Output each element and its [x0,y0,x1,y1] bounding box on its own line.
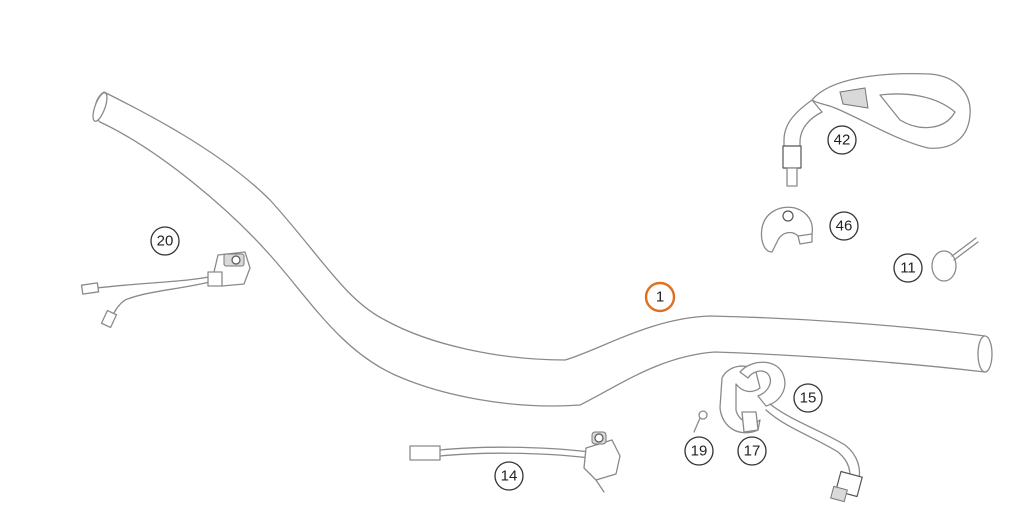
callout-11-label: 11 [900,260,916,277]
callout-42-label: 42 [834,132,851,149]
callout-42: 42 [827,125,857,155]
callout-46: 46 [829,211,859,241]
callout-11: 11 [893,253,923,283]
mirror-clamp-part[interactable] [760,206,814,253]
callout-19-label: 19 [691,443,708,460]
callout-17: 17 [737,436,767,466]
callout-46-label: 46 [836,218,853,235]
throttle-cable-part[interactable] [741,411,759,433]
right-switch-part[interactable] [409,431,621,493]
cable-tie-part[interactable] [931,237,979,282]
callout-14-label: 14 [501,468,518,485]
left-switch-part[interactable] [80,251,251,329]
screw-part[interactable] [693,410,708,433]
callout-1-label: 1 [656,289,664,306]
callout-14: 14 [494,461,524,491]
mirror-part[interactable] [782,73,971,187]
callout-19: 19 [684,436,714,466]
callout-1: 1 [644,281,676,313]
handlebar-part[interactable] [90,91,993,407]
callout-17-label: 17 [744,443,761,460]
callout-15-label: 15 [800,390,817,407]
throttle-housing-part[interactable] [719,361,863,503]
callout-20: 20 [150,226,180,256]
callout-20-label: 20 [157,233,174,250]
callout-15: 15 [793,383,823,413]
